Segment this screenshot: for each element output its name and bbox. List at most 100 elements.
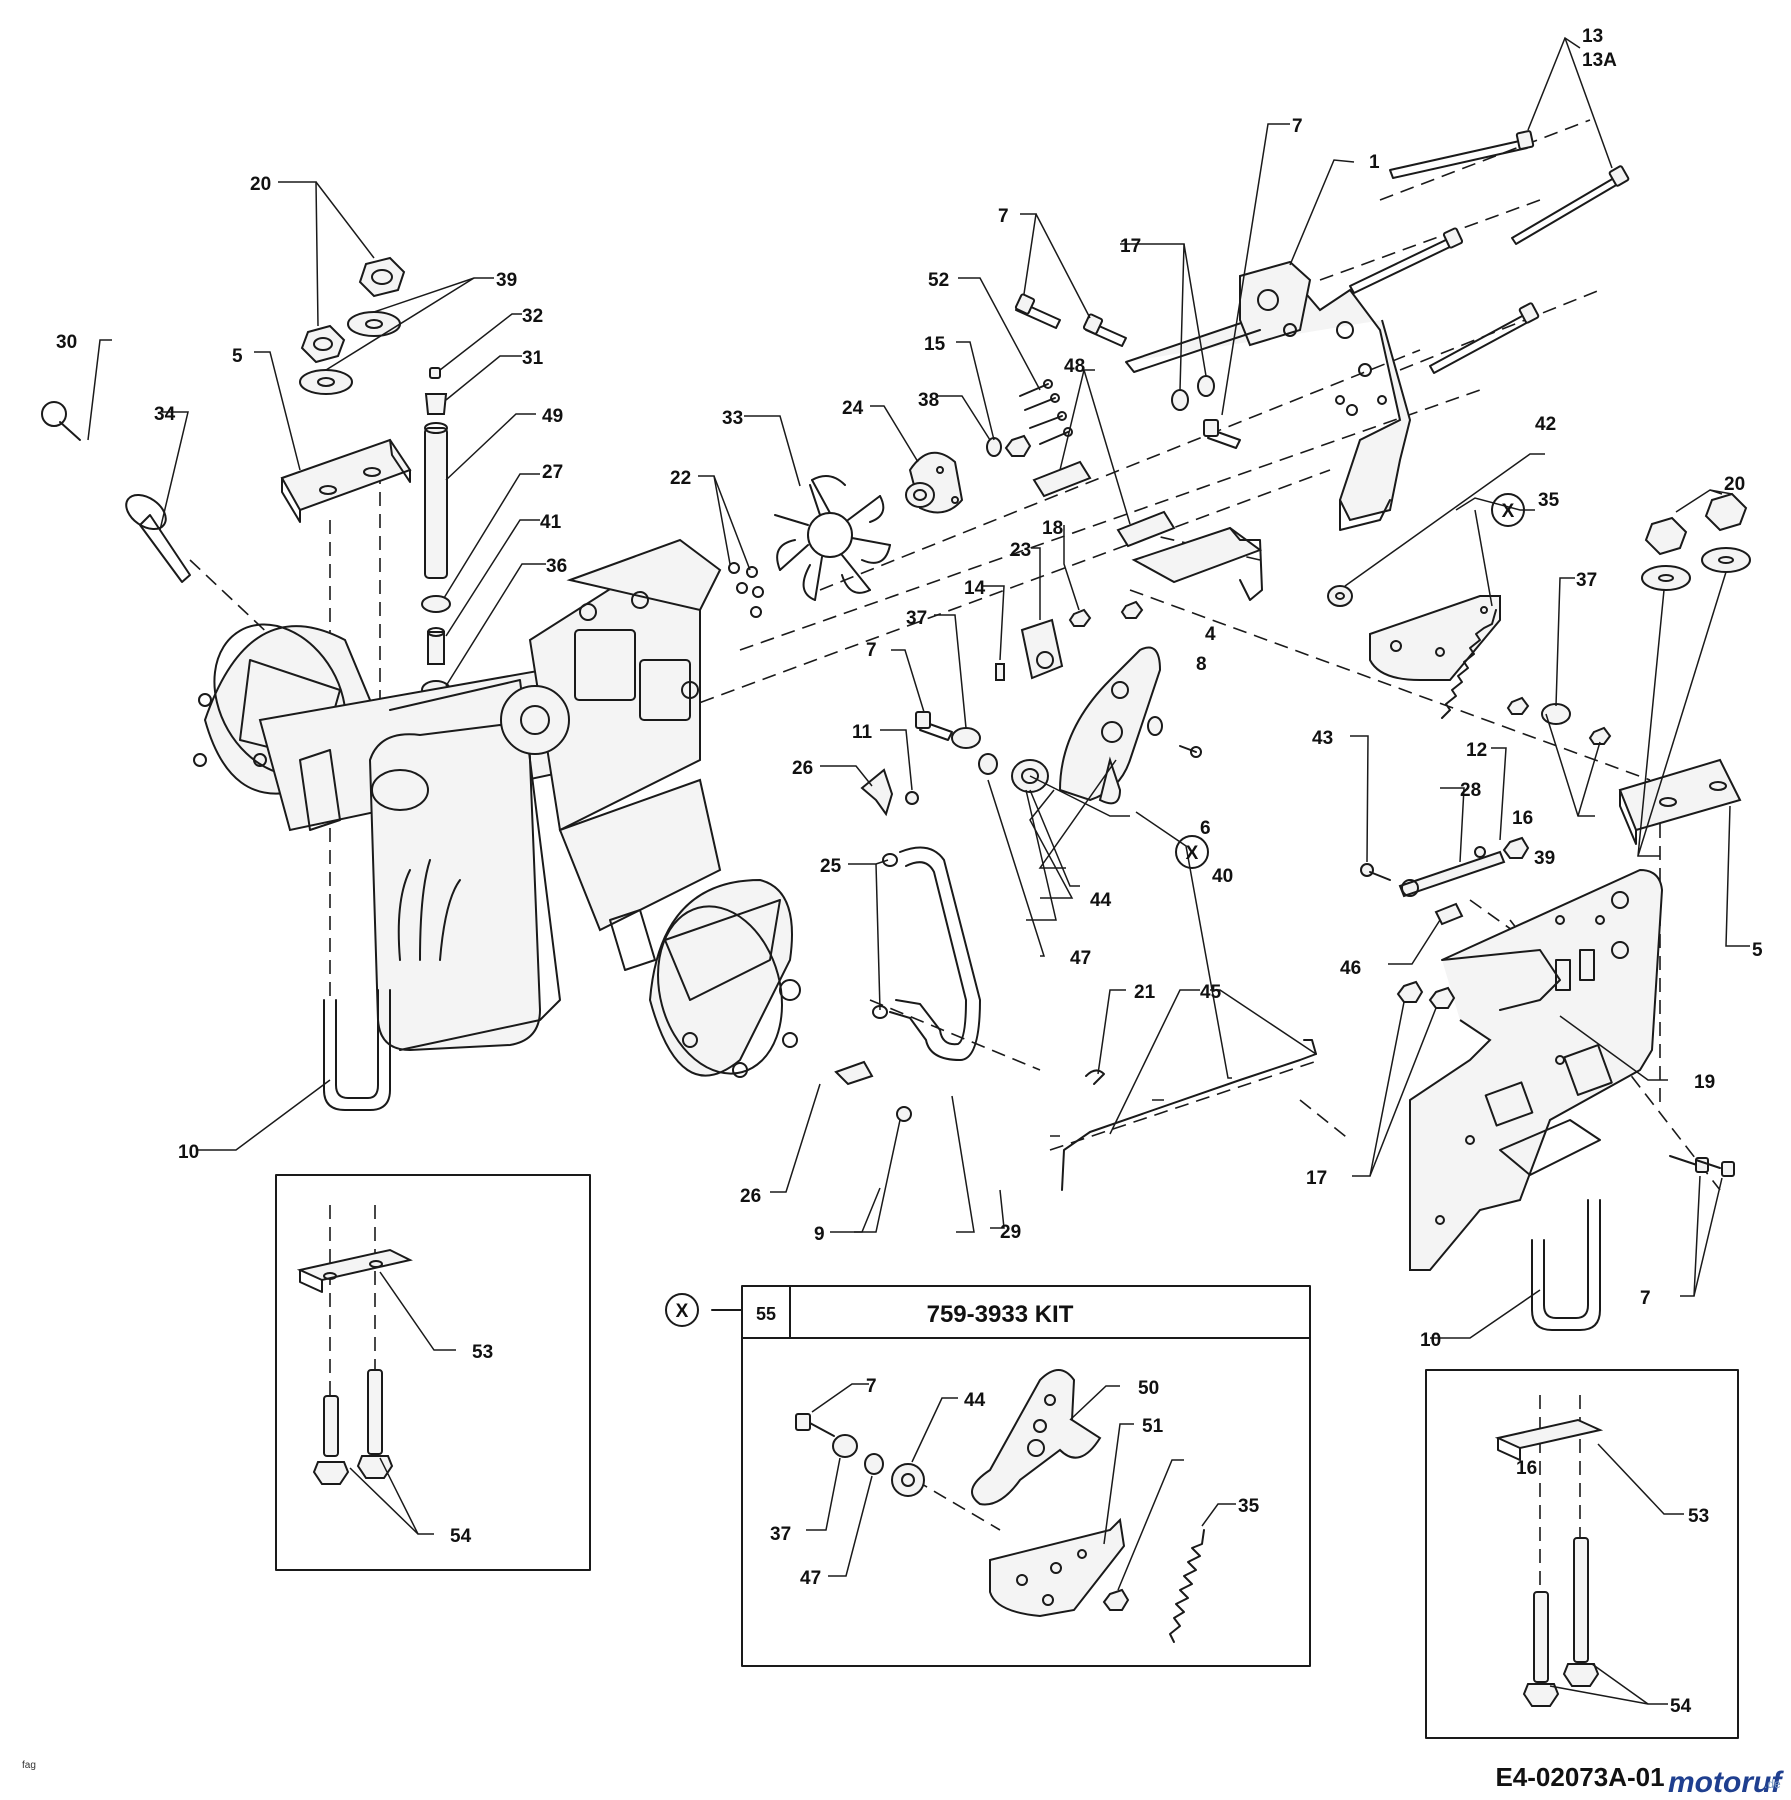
callout-label: 34 (154, 404, 176, 425)
kit-part-44-pulley (891, 1463, 925, 1497)
callout-label: 44 (964, 1390, 986, 1411)
part-14-screw (995, 663, 1005, 681)
kit-part-50-arm (971, 1369, 1102, 1506)
callout-label: 53 (472, 1342, 493, 1363)
part-7-bolt-upper-b (1082, 313, 1127, 347)
callout-label: 38 (918, 390, 939, 411)
corner-note: fag (22, 1760, 36, 1771)
kit-marker-lower: X (1175, 835, 1209, 869)
part-17-nuts-lower (1396, 980, 1456, 1009)
callout-label: 40 (1212, 866, 1233, 887)
part-7-bolts-lower (1669, 1155, 1735, 1177)
part-11-pin (905, 791, 919, 805)
inset-left (275, 1174, 591, 1571)
part-23-mount-block (1020, 618, 1064, 680)
callout-label: 35 (1238, 1496, 1260, 1517)
watermark-name: motoruf (1668, 1766, 1784, 1799)
callout-label: 7 (1640, 1288, 1651, 1309)
callout-label: 54 (450, 1526, 472, 1547)
callout-label: 26 (740, 1186, 761, 1207)
part-54-bolts-left (312, 1369, 394, 1485)
callout-labels: 1 4 5 5 6 7 7 7 7 7 8 9 10 10 11 12 13 1… (56, 26, 1763, 1717)
parts (41, 130, 1751, 1331)
part-54-bolts-right (1522, 1537, 1600, 1707)
part-34-fill-tube (125, 493, 191, 583)
kit-part-51-plate (989, 1517, 1126, 1618)
callout-label: 13A (1582, 50, 1617, 71)
part-39-washer-left-a (347, 311, 401, 337)
callout-label: 12 (1466, 740, 1487, 761)
part-42-washer (1327, 585, 1353, 607)
callout-label: 7 (866, 640, 877, 661)
callout-label: 10 (178, 1142, 199, 1163)
callout-label: 42 (1535, 414, 1556, 435)
callout-label: 50 (1138, 1378, 1159, 1399)
part-1-upper-bracket (1125, 260, 1412, 531)
part-9-pin (896, 1106, 912, 1122)
kit-part-37-washer (832, 1434, 858, 1458)
part-48-spacer-b (1116, 510, 1176, 548)
kit-number: 55 (756, 1304, 776, 1324)
kit-marker-box-label: X (676, 1301, 689, 1322)
callout-label: 5 (232, 346, 243, 367)
part-17-nuts-upper (1171, 375, 1215, 411)
callout-label: 28 (1460, 780, 1481, 801)
callout-label: 29 (1000, 1222, 1021, 1243)
callout-label: 16 (1512, 808, 1533, 829)
callout-label: 4 (1205, 624, 1216, 645)
callout-label: 24 (842, 398, 864, 419)
part-39-washer-left-b (299, 369, 353, 395)
part-39-washer-right-b (1701, 547, 1751, 573)
callout-label: 48 (1064, 356, 1085, 377)
callout-label: 43 (1312, 728, 1333, 749)
callout-label: 33 (722, 408, 743, 429)
callout-label: 15 (924, 334, 946, 355)
callout-label: 16 (1516, 1458, 1537, 1479)
callout-label: 47 (1070, 948, 1091, 969)
part-31-fitting (424, 393, 448, 415)
callout-label: 32 (522, 306, 543, 327)
callout-label: 39 (1534, 848, 1555, 869)
part-37-washer-mid (951, 727, 981, 749)
part-38-washer (986, 437, 1002, 457)
part-26-clip-lower (834, 1060, 874, 1086)
drawing-id: E4-02073A-01 (1495, 1762, 1664, 1792)
part-41-fitting (427, 627, 445, 665)
kit-marker-upper: X (1491, 493, 1525, 527)
callout-label: 37 (906, 608, 927, 629)
part-7-bolt-bracket (1203, 419, 1241, 449)
callout-label: 23 (1010, 540, 1031, 561)
part-29-hose (889, 846, 981, 1061)
callout-label: 54 (1670, 1696, 1692, 1717)
callout-label: 22 (670, 468, 691, 489)
callout-label: 35 (1538, 490, 1560, 511)
part-45-rod (1061, 1039, 1317, 1191)
part-33-fan (774, 475, 891, 601)
part-16-nuts-right (1506, 696, 1612, 745)
callout-label: 30 (56, 332, 77, 353)
kit-marker-upper-label: X (1502, 501, 1515, 522)
callout-label: 49 (542, 406, 563, 427)
kit-part-16-nut (1102, 1588, 1130, 1611)
part-43-bolt (1360, 863, 1391, 881)
part-27-clamp (421, 595, 451, 613)
callout-label: 36 (546, 556, 567, 577)
part-10-ubolt-right (1531, 1199, 1601, 1331)
kit-part-35-spring (1169, 1529, 1205, 1643)
callout-label: 21 (1134, 982, 1156, 1003)
callout-label: 5 (1752, 940, 1763, 961)
part-24-pulley-hub (905, 451, 964, 514)
part-13-long-bolts (1349, 130, 1630, 374)
part-5-bracket-right (1618, 758, 1742, 845)
callout-label: 25 (820, 856, 842, 877)
idler-arm-kit (1058, 646, 1162, 805)
callout-label: 37 (770, 1524, 791, 1545)
part-30-knob (41, 401, 81, 441)
part-52-bolts (1019, 379, 1073, 445)
callout-label: 46 (1340, 958, 1361, 979)
part-47-bushing-mid (978, 753, 998, 775)
part-53-plate-right (1494, 1418, 1604, 1461)
callout-label: 14 (964, 578, 986, 599)
callout-label: 52 (928, 270, 949, 291)
